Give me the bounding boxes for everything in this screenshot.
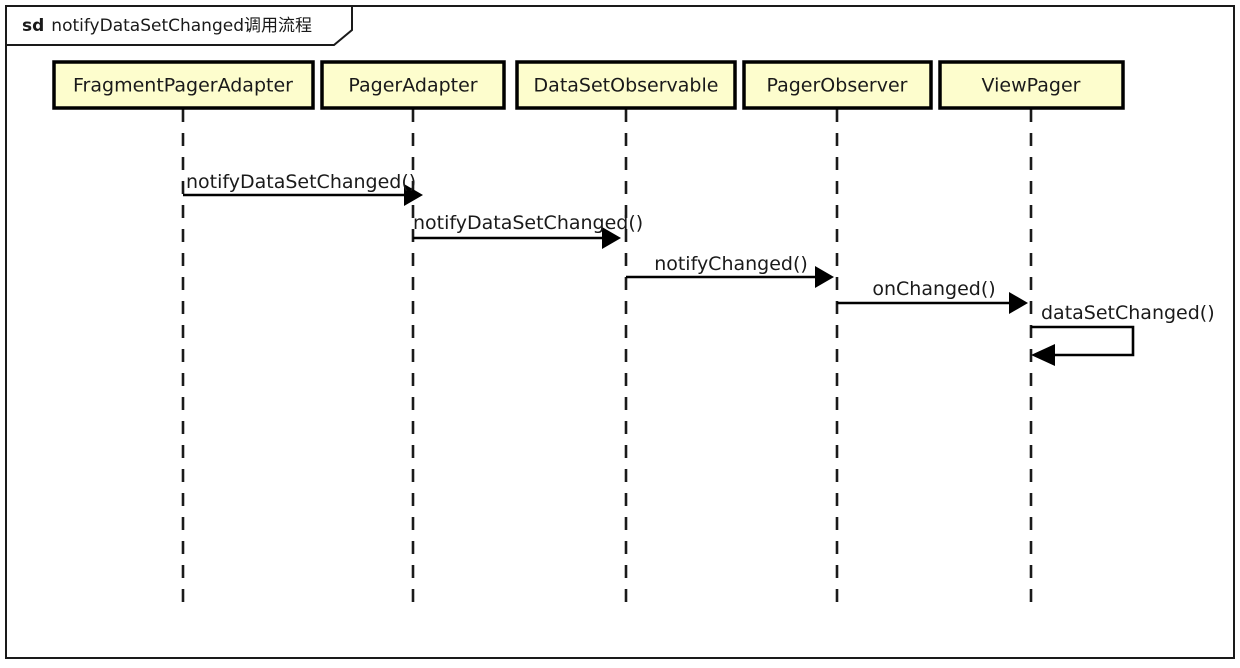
participant-box-data-set-observable[interactable] <box>515 60 737 110</box>
participant-box-pager-observer[interactable] <box>742 60 933 110</box>
message-notify-changed[interactable]: notifyChanged() <box>626 253 834 288</box>
frame-kind-label: sd <box>22 16 44 36</box>
participant-label-pager-observer: PagerObserver <box>767 75 908 97</box>
arrow-head-data-set-changed-self <box>1031 344 1055 366</box>
messages-group: notifyDataSetChanged() notifyDataSetChan… <box>183 171 1215 366</box>
message-label-on-changed: onChanged() <box>872 278 995 300</box>
arrow-head-notify-data-set-changed-1 <box>404 184 423 206</box>
participant-box-view-pager[interactable] <box>938 60 1125 110</box>
participant-label-data-set-observable: DataSetObservable <box>534 75 719 97</box>
frame-tab-text: sd notifyDataSetChanged调用流程 <box>22 16 312 36</box>
message-label-notify-data-set-changed-2: notifyDataSetChanged() <box>413 212 643 234</box>
participant-view-pager[interactable]: ViewPager <box>938 60 1125 110</box>
participant-box-pager-adapter[interactable] <box>320 60 506 110</box>
participant-fragment-pager-adapter[interactable]: FragmentPagerAdapter <box>52 60 315 110</box>
participant-label-view-pager: ViewPager <box>982 75 1081 97</box>
arrow-head-notify-data-set-changed-2 <box>602 227 621 249</box>
participant-label-fragment-pager-adapter: FragmentPagerAdapter <box>73 75 293 97</box>
participant-label-pager-adapter: PagerAdapter <box>348 75 477 97</box>
participants-group: FragmentPagerAdapter PagerAdapter DataSe… <box>52 60 1125 110</box>
arrow-head-notify-changed <box>815 266 834 288</box>
participant-box-fragment-pager-adapter[interactable] <box>52 60 315 110</box>
frame-name-tab <box>5 5 353 46</box>
interaction-frame <box>5 5 1235 659</box>
message-label-data-set-changed-self: dataSetChanged() <box>1041 302 1215 324</box>
lifelines-group <box>181 109 1033 612</box>
participant-data-set-observable[interactable]: DataSetObservable <box>515 60 737 110</box>
message-data-set-changed-self[interactable]: dataSetChanged() <box>1031 302 1215 366</box>
message-notify-data-set-changed-1[interactable]: notifyDataSetChanged() <box>183 171 423 206</box>
frame-title-label: notifyDataSetChanged调用流程 <box>51 16 312 36</box>
message-notify-data-set-changed-2[interactable]: notifyDataSetChanged() <box>413 212 643 249</box>
message-on-changed[interactable]: onChanged() <box>837 278 1028 314</box>
self-loop-path-data-set-changed <box>1031 325 1135 357</box>
message-label-notify-changed: notifyChanged() <box>654 253 808 275</box>
participant-pager-adapter[interactable]: PagerAdapter <box>320 60 506 110</box>
participant-pager-observer[interactable]: PagerObserver <box>742 60 933 110</box>
message-label-notify-data-set-changed-1: notifyDataSetChanged() <box>186 171 416 193</box>
arrow-head-on-changed <box>1009 292 1028 314</box>
